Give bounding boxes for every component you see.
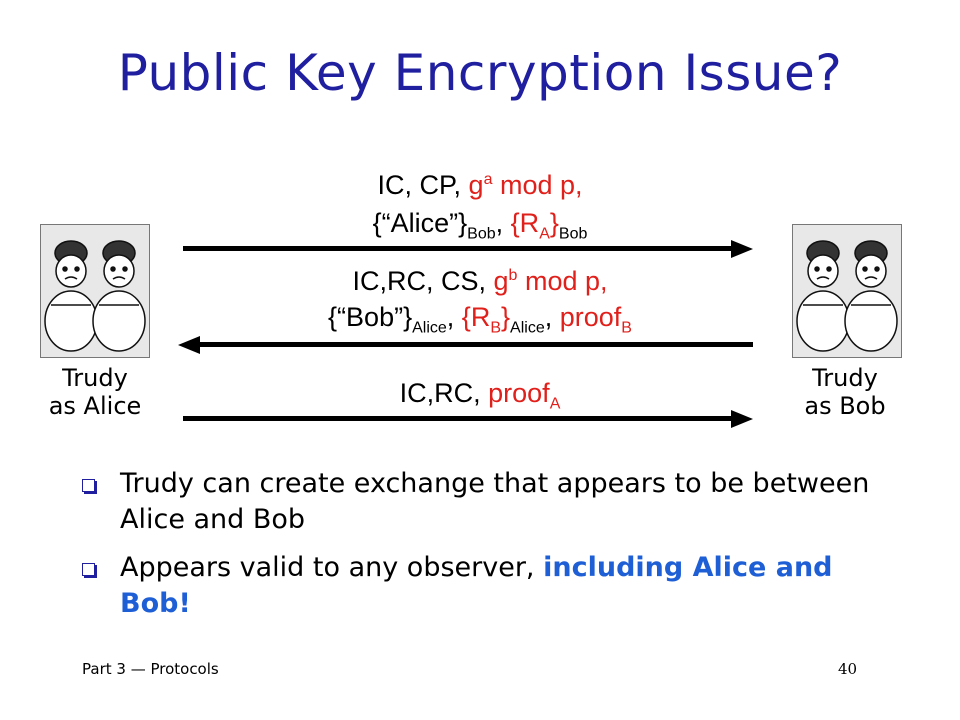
m3-text: IC,RC, [399, 378, 489, 408]
m1-text: IC, CP, [377, 170, 469, 200]
message-2-line2: {“Bob”}Alice, {RB}Alice, proofB [328, 302, 632, 337]
twins-illustration-icon [793, 225, 901, 357]
m3-proof: proofA [488, 378, 561, 413]
m2-text: IC,RC, CS, [352, 266, 494, 296]
left-party-line1: Trudy [62, 364, 128, 392]
m2-rb: {RB} [461, 302, 511, 337]
m2-g: gb mod p, [493, 266, 608, 296]
left-party-line2: as Alice [48, 392, 142, 420]
message-3: IC,RC, proofA [200, 378, 760, 413]
bullet-2: Appears valid to any observer, including… [80, 550, 900, 622]
bullet-2-highlight: including Alice and Bob! [120, 552, 833, 619]
message-1-line1: IC, CP, ga mod p, [200, 170, 760, 201]
message-1-line2: {“Alice”}Bob, {RA}Bob [372, 208, 588, 243]
twins-illustration-icon [41, 225, 149, 357]
footer-left: Part 3 — Protocols [82, 660, 219, 678]
right-party-label: Trudy as Bob [770, 364, 920, 420]
arrow-2 [178, 336, 753, 354]
m2-bob: {“Bob”} [328, 302, 413, 332]
bullet-2-text: Appears valid to any observer, [120, 552, 544, 583]
checkbox-bullet-icon [82, 563, 95, 576]
m1-ra: {RA} [510, 208, 559, 243]
right-party-line1: Trudy [812, 364, 878, 392]
right-party-line2: as Bob [804, 392, 886, 420]
bullet-1-text: Trudy can create exchange that appears t… [120, 468, 870, 535]
left-party-label: Trudy as Alice [20, 364, 170, 420]
page-number: 40 [838, 660, 858, 678]
m2-proof: proofB [559, 302, 632, 337]
arrow-3 [183, 410, 753, 428]
trudy-alice-image [40, 224, 150, 358]
m1-g: ga mod p, [468, 170, 583, 200]
m1-alice: {“Alice”} [372, 208, 468, 238]
checkbox-bullet-icon [82, 479, 95, 492]
bullet-list: Trudy can create exchange that appears t… [80, 466, 900, 634]
arrow-1 [183, 240, 753, 258]
message-2-line1: IC,RC, CS, gb mod p, [190, 266, 770, 297]
bullet-1: Trudy can create exchange that appears t… [80, 466, 900, 538]
trudy-bob-image [792, 224, 902, 358]
slide-title: Public Key Encryption Issue? [117, 44, 843, 102]
